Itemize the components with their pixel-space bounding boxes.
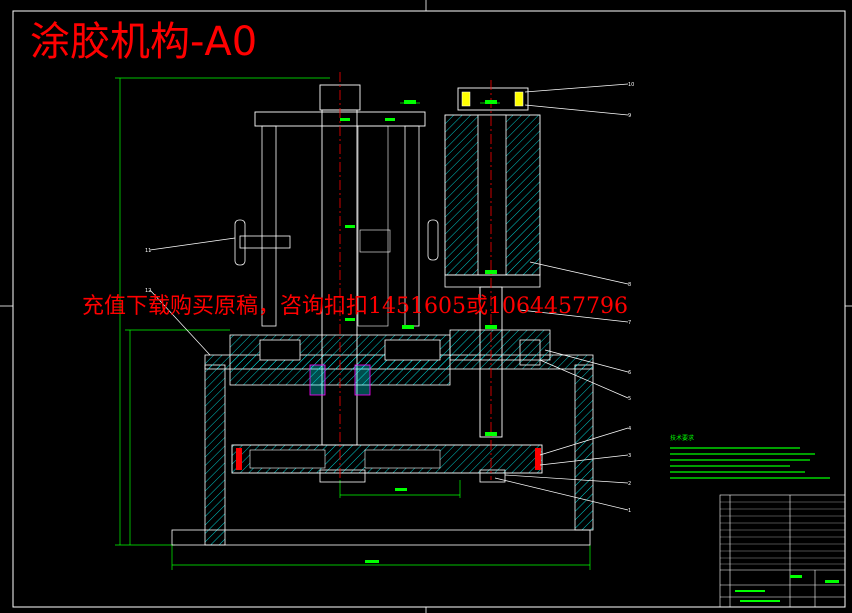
dimension-markers — [340, 100, 497, 563]
balloon-5: 5 — [628, 396, 631, 402]
upper-frame — [234, 84, 439, 446]
balloon-3: 3 — [628, 453, 631, 459]
balloon-7: 7 — [628, 320, 631, 326]
drawing-title: 涂胶机构-A0 — [30, 19, 257, 65]
lower-rotor — [231, 364, 543, 483]
balloon-11: 11 — [145, 248, 151, 254]
notes-heading: 技术要求 — [670, 434, 694, 442]
notes-text-lines — [670, 447, 830, 479]
balloon-4: 4 — [628, 426, 631, 432]
balloon-1: 1 — [628, 508, 631, 514]
balloon-9: 9 — [628, 113, 631, 119]
right-cylinder-block — [444, 87, 541, 438]
dimension-lines — [115, 77, 591, 570]
balloon-6: 6 — [628, 370, 631, 376]
balloon-10: 10 — [628, 82, 634, 88]
centerlines — [339, 72, 492, 480]
leader-lines — [149, 83, 629, 511]
balloon-8: 8 — [628, 282, 631, 288]
watermark-text: 充值下载购买原稿，咨询扣扣1451605或1064457796 — [82, 294, 628, 319]
title-block-text-marks — [735, 575, 839, 602]
balloon-12: 12 — [145, 288, 151, 294]
bom-rows — [720, 501, 845, 565]
balloon-labels: 10 9 8 7 6 5 4 3 2 1 11 12 — [145, 82, 634, 514]
technical-notes: 技术要求 — [670, 434, 830, 479]
drawing-frame — [12, 10, 846, 608]
balloon-2: 2 — [628, 481, 631, 487]
